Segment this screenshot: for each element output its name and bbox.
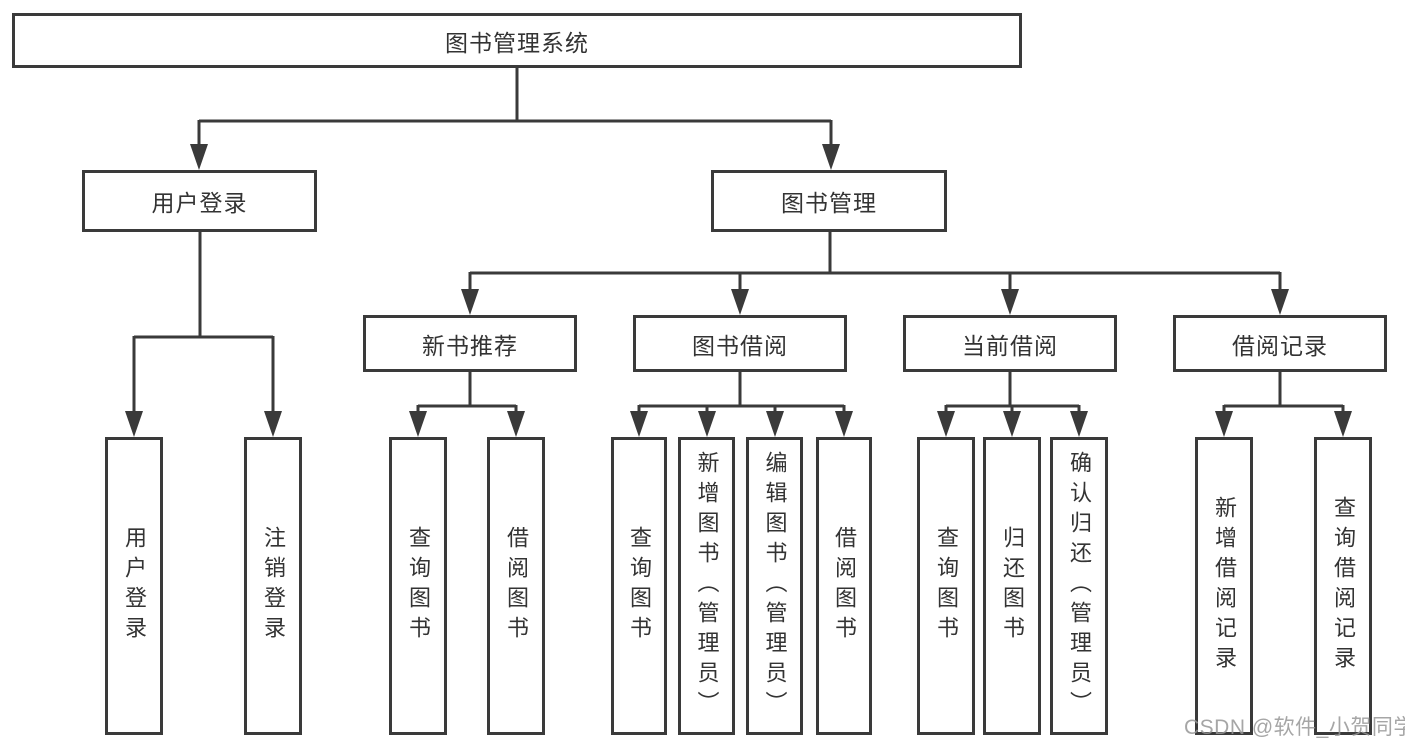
node-book-borrow: 图书借阅 (633, 315, 847, 372)
node-user-login-module: 用户登录 (82, 170, 317, 232)
leaf-confirm-return-admin: 确认归还（管理员） (1050, 437, 1108, 735)
leaf-borrow-books-1: 借阅图书 (487, 437, 545, 735)
leaf-borrow-books-2: 借阅图书 (816, 437, 872, 735)
leaf-add-borrow-record: 新增借阅记录 (1195, 437, 1253, 735)
node-label: 归还图书 (1000, 526, 1025, 646)
node-label: 用户登录 (151, 190, 248, 216)
leaf-logout: 注销登录 (244, 437, 302, 735)
node-label: 新增图书（管理员） (694, 451, 720, 721)
node-label: 查询借阅记录 (1331, 496, 1356, 676)
node-label: 查询图书 (627, 526, 652, 646)
leaf-add-books-admin: 新增图书（管理员） (678, 437, 735, 735)
node-label: 新增借阅记录 (1212, 496, 1237, 676)
node-label: 借阅图书 (832, 526, 857, 646)
csdn-watermark: CSDN @软件_小贺同学 (1184, 716, 1405, 739)
leaf-query-books-1: 查询图书 (389, 437, 447, 735)
node-new-book-recommend: 新书推荐 (363, 315, 577, 372)
node-label: 新书推荐 (422, 332, 518, 359)
leaf-return-books: 归还图书 (983, 437, 1041, 735)
node-library-management-system: 图书管理系统 (12, 13, 1022, 68)
node-book-management: 图书管理 (711, 170, 947, 232)
node-label: 当前借阅 (962, 332, 1058, 359)
leaf-edit-books-admin: 编辑图书（管理员） (746, 437, 803, 735)
node-label: 图书管理系统 (445, 29, 589, 56)
arrow-down-icons (125, 144, 1352, 437)
node-label: 借阅图书 (504, 526, 529, 646)
node-label: 查询图书 (406, 526, 431, 646)
node-label: 用户登录 (122, 526, 147, 646)
node-current-borrow: 当前借阅 (903, 315, 1117, 372)
node-label: 确认归还（管理员） (1067, 451, 1092, 721)
node-label: 查询图书 (934, 526, 959, 646)
node-borrow-records: 借阅记录 (1173, 315, 1387, 372)
leaf-user-login: 用户登录 (105, 437, 163, 735)
leaf-query-books-3: 查询图书 (917, 437, 975, 735)
leaf-query-books-2: 查询图书 (611, 437, 667, 735)
node-label: 图书管理 (781, 190, 877, 216)
node-label: 借阅记录 (1232, 332, 1328, 359)
node-label: 注销登录 (261, 526, 286, 646)
node-label: 图书借阅 (692, 332, 788, 359)
node-label: 编辑图书（管理员） (762, 451, 788, 721)
leaf-query-borrow-record: 查询借阅记录 (1314, 437, 1372, 735)
